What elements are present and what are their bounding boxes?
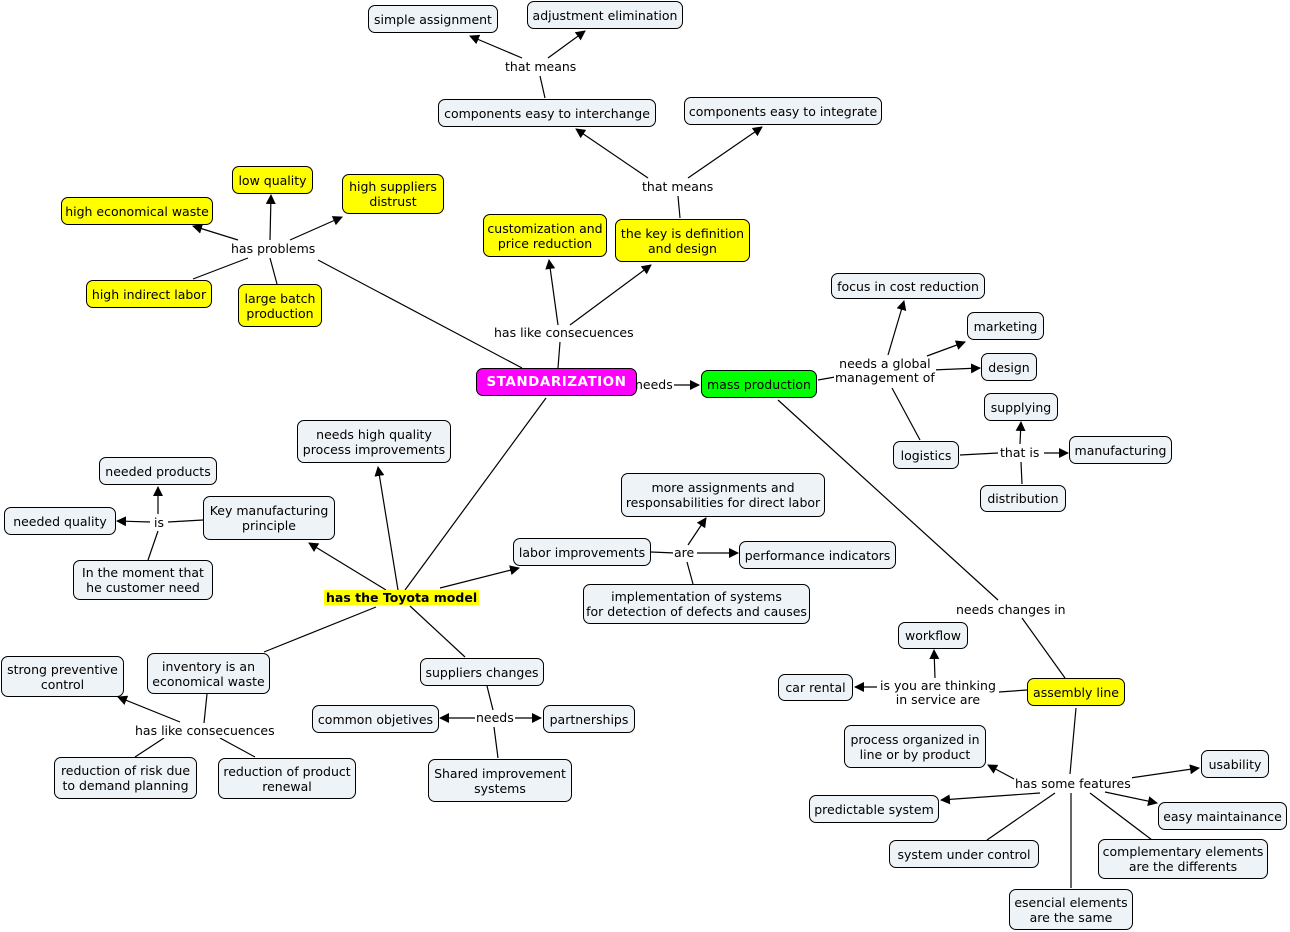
node-simple-assignment[interactable]: simple assignment bbox=[368, 5, 498, 33]
node-predictable-system[interactable]: predictable system bbox=[809, 795, 939, 823]
node-common-objetives[interactable]: common objetives bbox=[312, 705, 439, 733]
node-components-integrate[interactable]: components easy to integrate bbox=[684, 97, 882, 125]
node-supplying[interactable]: supplying bbox=[984, 393, 1058, 421]
node-high-suppliers-distrust[interactable]: high suppliers distrust bbox=[342, 174, 444, 214]
node-partnerships[interactable]: partnerships bbox=[543, 705, 635, 733]
link-label-that-means-top: that means bbox=[504, 59, 578, 74]
node-logistics[interactable]: logistics bbox=[893, 441, 959, 469]
node-manufacturing[interactable]: manufacturing bbox=[1069, 436, 1172, 464]
link-label-needs-suppliers: needs bbox=[475, 710, 515, 725]
node-mass-production[interactable]: mass production bbox=[701, 370, 817, 398]
node-key-definition-design[interactable]: the key is definition and design bbox=[615, 219, 750, 262]
node-reduction-product[interactable]: reduction of product renewal bbox=[218, 758, 356, 799]
node-low-quality[interactable]: low quality bbox=[232, 166, 313, 194]
link-label-that-is: that is bbox=[999, 445, 1041, 460]
node-high-economical-waste[interactable]: high economical waste bbox=[61, 197, 213, 225]
node-distribution[interactable]: distribution bbox=[980, 485, 1066, 512]
node-usability[interactable]: usability bbox=[1201, 750, 1269, 778]
link-label-has-like-consecuences-bottom: has like consecuences bbox=[134, 723, 276, 738]
node-standarization[interactable]: STANDARIZATION bbox=[476, 368, 637, 396]
node-strong-preventive[interactable]: strong preventive control bbox=[1, 656, 124, 697]
link-label-needs: needs bbox=[634, 377, 674, 392]
node-esencial-elements[interactable]: esencial elements are the same bbox=[1009, 889, 1133, 930]
node-more-assignments[interactable]: more assignments and responsabilities fo… bbox=[621, 473, 825, 517]
node-needed-products[interactable]: needed products bbox=[99, 457, 217, 485]
node-implementation-systems[interactable]: implementation of systems for detection … bbox=[583, 584, 810, 624]
node-workflow[interactable]: workflow bbox=[898, 622, 968, 649]
node-easy-maintainance[interactable]: easy maintainance bbox=[1158, 802, 1287, 830]
link-label-is: is bbox=[153, 515, 165, 530]
node-complementary-elements[interactable]: complementary elements are the different… bbox=[1098, 839, 1268, 879]
link-label-are: are bbox=[673, 545, 696, 560]
node-needed-quality[interactable]: needed quality bbox=[4, 507, 116, 535]
node-needs-high-quality[interactable]: needs high quality process improvements bbox=[297, 420, 451, 463]
link-label-has-problems: has problems bbox=[230, 241, 317, 256]
node-labor-improvements[interactable]: labor improvements bbox=[513, 538, 651, 566]
node-process-organized[interactable]: process organized in line or by product bbox=[844, 725, 986, 768]
node-marketing[interactable]: marketing bbox=[967, 312, 1044, 340]
node-assembly-line[interactable]: assembly line bbox=[1027, 678, 1125, 706]
node-focus-cost-reduction[interactable]: focus in cost reduction bbox=[831, 273, 985, 299]
link-label-has-like-consecuences-top: has like consecuences bbox=[493, 325, 635, 340]
node-high-indirect-labor[interactable]: high indirect labor bbox=[86, 280, 212, 308]
link-label-is-you-are-thinking: is you are thinking in service are bbox=[879, 678, 997, 707]
node-car-rental[interactable]: car rental bbox=[778, 674, 853, 701]
node-performance-indicators[interactable]: performance indicators bbox=[739, 541, 896, 569]
link-label-that-means-mid: that means bbox=[641, 179, 715, 194]
node-system-under-control[interactable]: system under control bbox=[889, 840, 1039, 868]
node-design[interactable]: design bbox=[981, 353, 1037, 381]
node-inventory-waste[interactable]: inventory is an economical waste bbox=[147, 653, 270, 694]
link-label-needs-global: needs a global management of bbox=[834, 356, 936, 385]
node-in-the-moment[interactable]: In the moment that he customer need bbox=[73, 560, 213, 600]
node-key-manufacturing-principle[interactable]: Key manufacturing principle bbox=[203, 496, 335, 540]
link-label-has-some-features: has some features bbox=[1014, 776, 1132, 791]
node-reduction-risk[interactable]: reduction of risk due to demand planning bbox=[54, 757, 197, 799]
node-large-batch-production[interactable]: large batch production bbox=[238, 284, 322, 327]
node-adjustment-elimination[interactable]: adjustment elimination bbox=[527, 1, 683, 29]
node-toyota-model[interactable]: has the Toyota model bbox=[324, 590, 480, 605]
node-components-interchange[interactable]: components easy to interchange bbox=[438, 99, 656, 127]
node-shared-improvement[interactable]: Shared improvement systems bbox=[428, 759, 572, 802]
link-label-needs-changes-in: needs changes in bbox=[955, 602, 1067, 617]
node-suppliers-changes[interactable]: suppliers changes bbox=[420, 658, 544, 686]
node-customization-price[interactable]: customization and price reduction bbox=[483, 214, 607, 257]
